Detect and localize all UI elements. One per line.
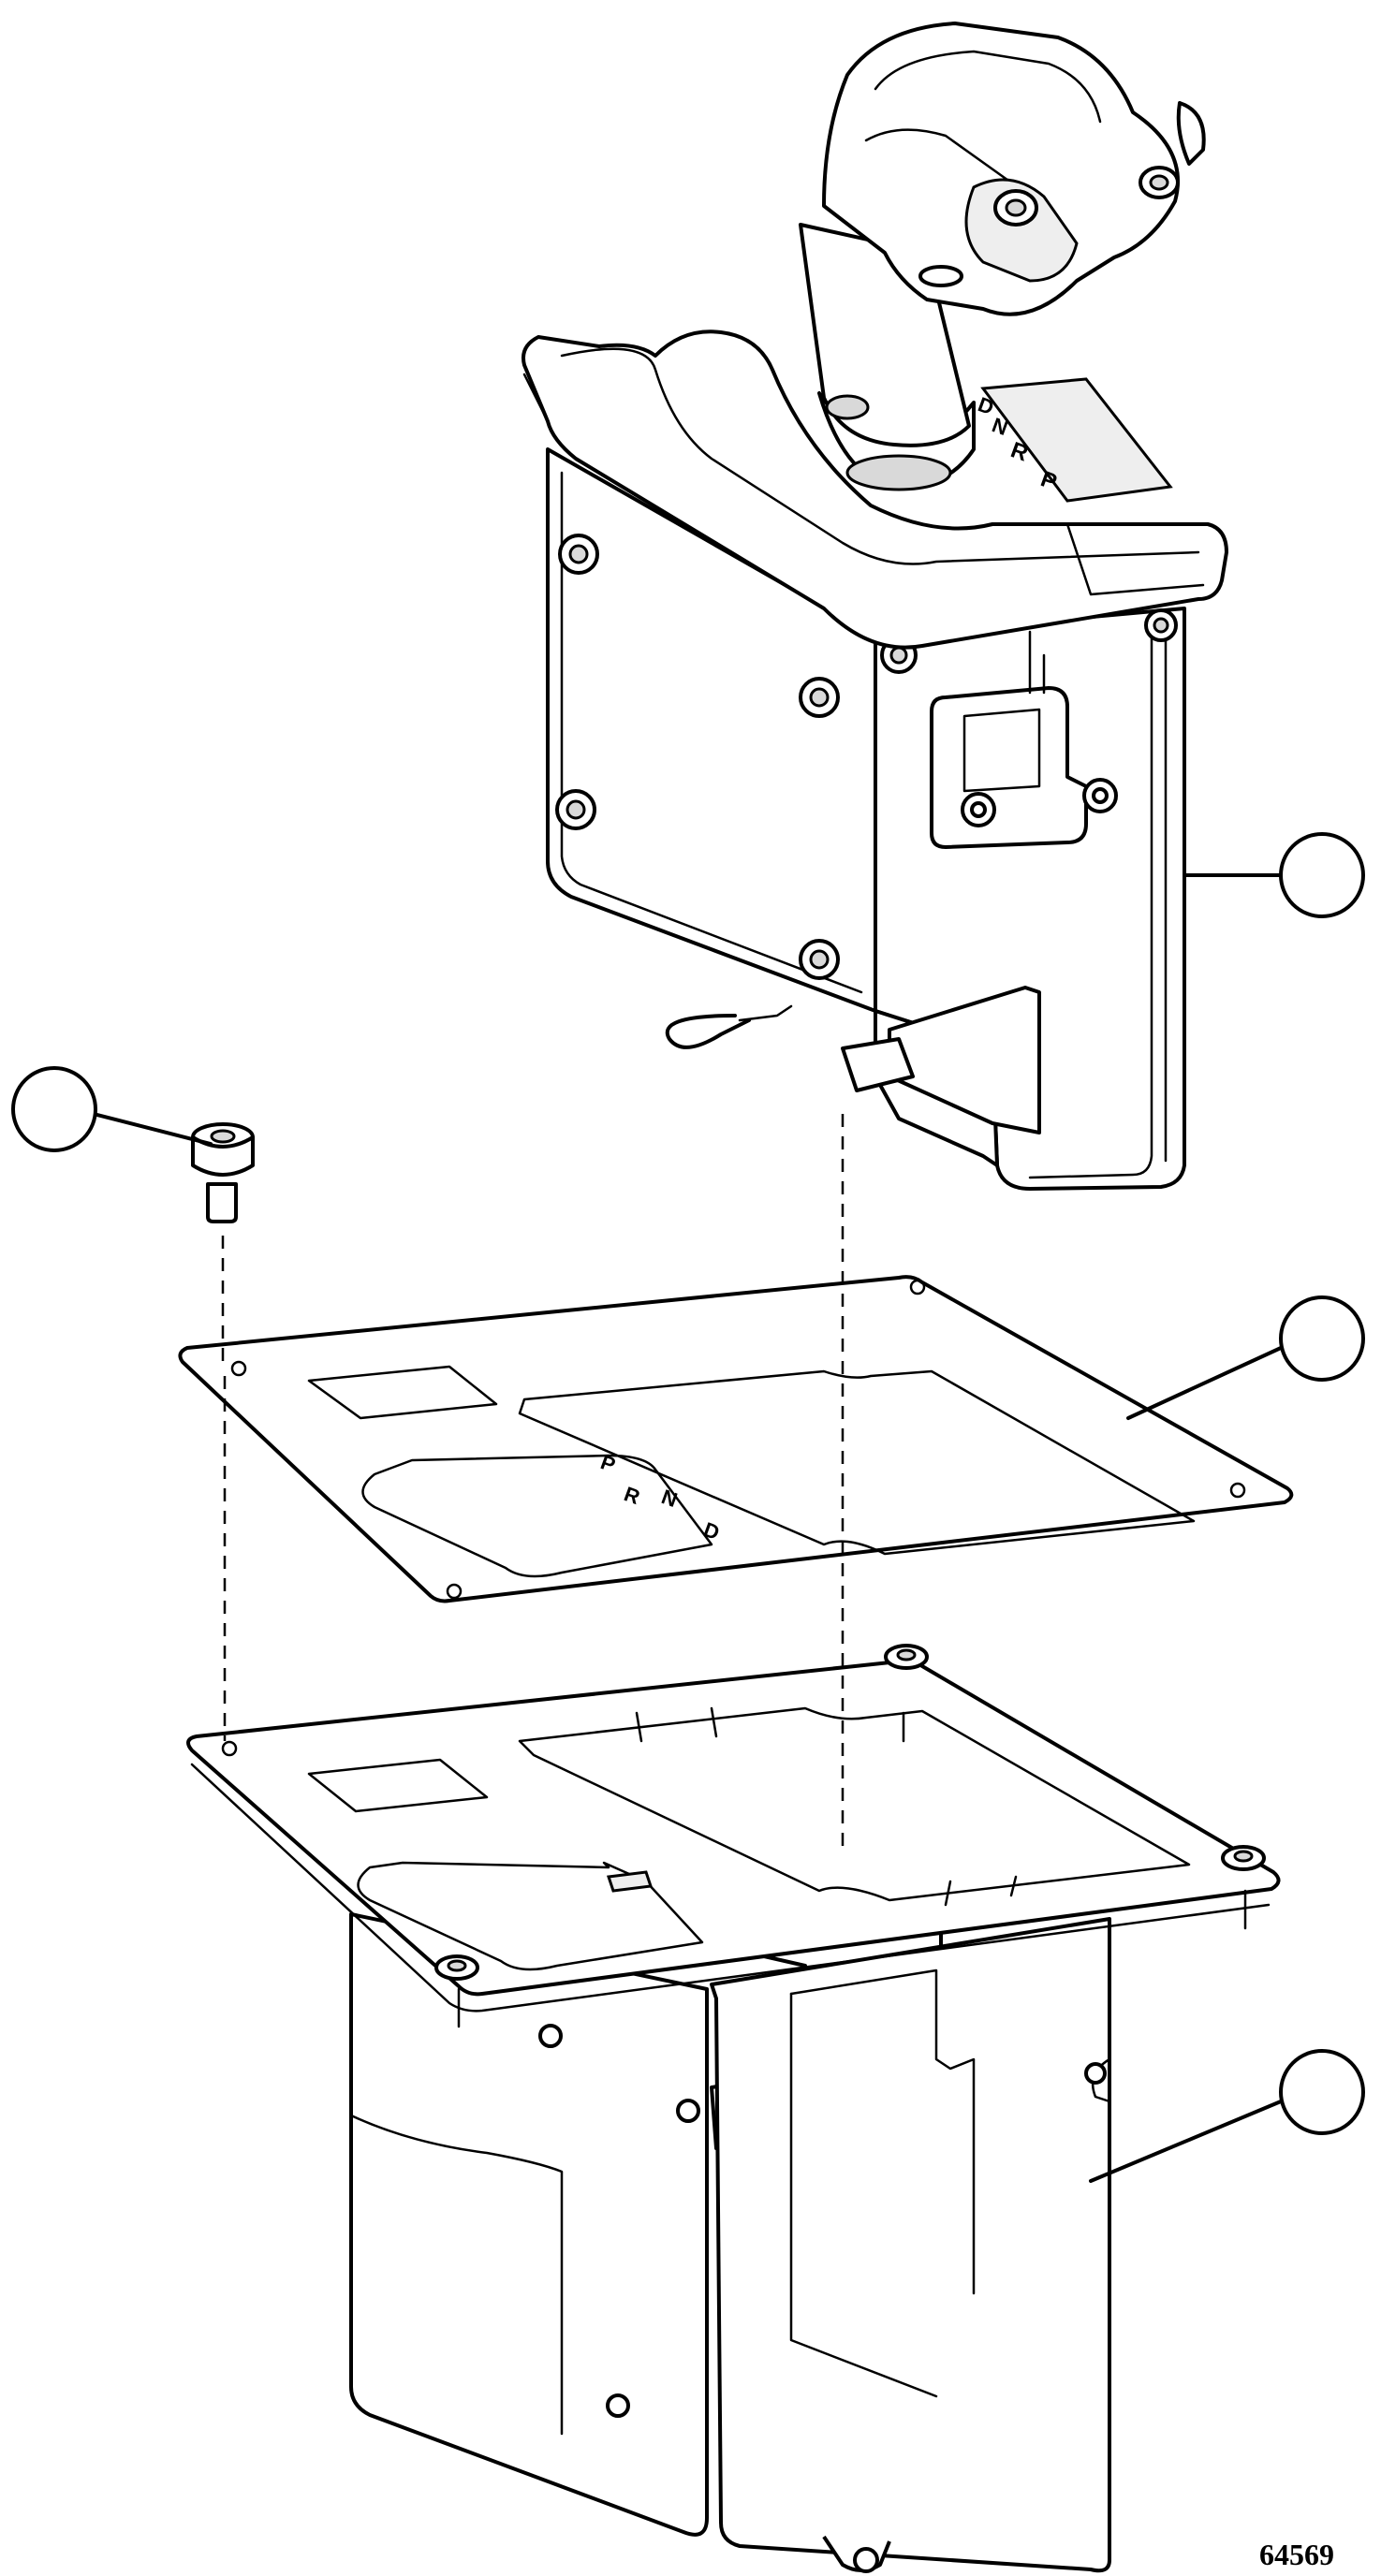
flange-screws [221,1644,1266,2028]
gear-mark-r: R [1007,437,1032,466]
gear-mark-n: N [989,413,1010,440]
bolt [191,1122,255,1223]
shifter-assembly: P R N D [522,22,1228,1191]
callout-shifter [1183,832,1365,918]
callout-gasket [1126,1295,1365,1420]
callout-bolt [11,1066,213,1152]
gear-mark-d: D [975,392,996,419]
gear-mark-p: P [1037,466,1060,495]
callout-bracket [1089,2049,1365,2183]
mounting-bracket [186,1644,1281,2573]
callouts [11,832,1365,2183]
alignment-lines [221,1114,845,1849]
figure-number: 64569 [1259,2538,1334,2571]
gasket-plate: P R N D [178,1275,1294,1603]
